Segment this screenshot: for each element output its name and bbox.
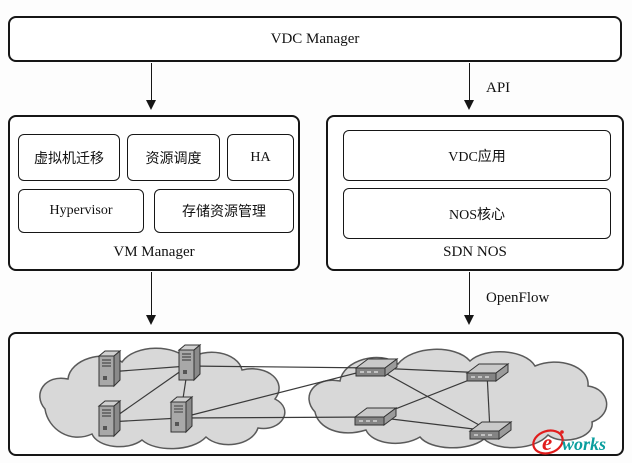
sdn-nos-box: VDC应用 NOS核心 SDN NOS [326, 115, 624, 271]
module-vm-migration: 虚拟机迁移 [18, 134, 120, 181]
servers-cloud [39, 347, 286, 450]
server-icon [98, 400, 121, 437]
module-resource-scheduling: 资源调度 [127, 134, 220, 181]
vdc-manager-box: VDC Manager [8, 16, 622, 62]
arrow-sdn-to-infrastructure [464, 272, 475, 325]
logo-text-works: works [562, 434, 606, 454]
server-icon [98, 350, 121, 387]
module-vdc-app: VDC应用 [343, 130, 611, 181]
logo-dot [560, 430, 564, 434]
sdn-nos-label: SDN NOS [443, 244, 507, 260]
vm-manager-label: VM Manager [113, 244, 195, 260]
infrastructure-graphic [39, 344, 608, 450]
vm-manager-box: 虚拟机迁移 资源调度 HA Hypervisor 存储资源管理 VM Manag… [8, 115, 300, 271]
eworks-logo: e works [531, 423, 625, 459]
module-hypervisor: Hypervisor [18, 189, 144, 233]
module-nos-core: NOS核心 [343, 188, 611, 239]
api-label: API [486, 80, 511, 96]
logo-swoosh [532, 429, 564, 455]
infrastructure-box [8, 332, 624, 456]
server-icon [178, 344, 201, 381]
module-storage-resource-mgmt: 存储资源管理 [154, 189, 294, 233]
vdc-manager-label: VDC Manager [270, 30, 360, 47]
arrow-vdc-to-sdn-nos [464, 63, 475, 110]
module-ha: HA [227, 134, 294, 181]
logo-text-e: e [542, 430, 552, 455]
arrow-vm-to-infrastructure [146, 272, 157, 325]
openflow-label: OpenFlow [486, 290, 550, 306]
arrow-vdc-to-vm-manager [146, 63, 157, 110]
server-icon [170, 396, 193, 433]
